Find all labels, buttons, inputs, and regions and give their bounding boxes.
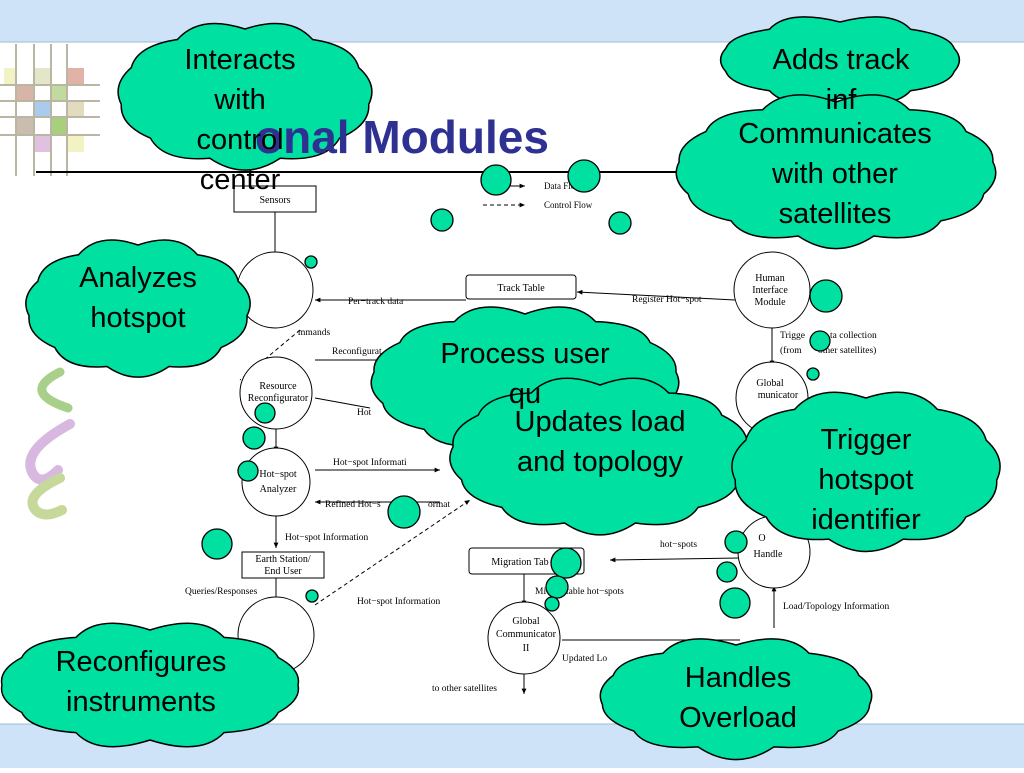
edge-refined-hotspot: Refined Hot−s	[325, 499, 381, 510]
bubble-adds-track-line-2: inf	[825, 84, 857, 117]
human-label-1: Human	[755, 273, 784, 284]
module-circle-top	[236, 251, 314, 329]
bubble-communicates-line-2: with other	[772, 158, 898, 191]
edge-load-topology: Load/Topology Information	[783, 601, 889, 612]
bubble-handles-overload-line-2: Overload	[679, 702, 797, 735]
edge-reconfiguration: Reconfigurat	[332, 346, 382, 357]
global-bottom-label-3: II	[523, 643, 530, 654]
bubble-trigger-line-3: identifier	[811, 504, 921, 537]
bubble-updates-load-text: Updates load and topology	[480, 402, 720, 482]
edge-trigger: Trigge	[780, 331, 805, 341]
legend-data-flow: Data Flo	[544, 181, 576, 191]
bubble-communicates	[675, 94, 997, 250]
bubble-reconfigures-line-2: instruments	[66, 686, 216, 719]
corner-grid-decoration	[0, 44, 700, 176]
bubble-interacts-line-1: Interacts	[184, 44, 296, 76]
human-label-2: Interface	[752, 285, 788, 296]
edge-updated-lo: Updated Lo	[562, 654, 607, 664]
edge-hotspot-info-1: Hot−spot Informati	[333, 457, 407, 468]
reconfig-label-1: Resource	[259, 381, 297, 392]
bubble-reconfigures-text: Reconfigures instruments	[36, 642, 246, 722]
edge-commands: mmands	[298, 328, 330, 338]
bubble-communicates-line-3: satellites	[778, 198, 892, 231]
bubble-interacts-text: Interacts with control center	[150, 40, 330, 200]
bubble-updates-load	[449, 377, 751, 536]
edge-hot: Hot	[357, 408, 372, 418]
bubble-updates-load-line-2: and topology	[516, 446, 684, 479]
bubble-trigger-text: Trigger hotspot identifier	[786, 420, 946, 540]
edge-from-tail: other satellites)	[818, 345, 876, 356]
thought-bubbles	[0, 16, 1001, 761]
sensors-box	[233, 185, 317, 213]
overload-label-2: Handle	[754, 549, 783, 560]
earth-label-2: End User	[264, 566, 302, 577]
migration-label: Migration Tab	[491, 557, 548, 568]
bubble-process-user-line-1: Process user	[440, 338, 610, 370]
edge-migratable: Mi	[535, 587, 546, 597]
bubble-interacts	[117, 22, 373, 171]
legend-control-flow: Control Flow	[544, 200, 593, 210]
earth-label-1: Earth Station/	[255, 554, 310, 565]
bubble-process-user-text: Process user qu	[410, 334, 640, 414]
overload-label-1: O	[758, 533, 765, 544]
bubble-reconfigures-line-1: Reconfigures	[55, 646, 227, 678]
bubble-adds-track	[719, 16, 961, 104]
track-table-box	[465, 274, 577, 300]
slide-title: onal Modules	[255, 111, 549, 163]
human-label-3: Module	[754, 297, 786, 308]
bubble-updates-load-line-1: Updates load	[514, 406, 686, 438]
bubble-handles-overload-text: Handles Overload	[654, 658, 822, 738]
bubble-trigger-line-2: hotspot	[818, 464, 914, 497]
global-top-label-1: Global	[756, 378, 783, 389]
bubble-handles-overload-line-1: Handles	[684, 662, 792, 694]
edge-refined-tail: ormat	[428, 500, 451, 510]
analyzer-label-2: Analyzer	[260, 484, 297, 495]
edge-per-track: Per−track data	[348, 297, 404, 307]
bubble-analyzes-text: Analyzes hotspot	[52, 258, 224, 338]
edge-queries: Queries/Responses	[185, 587, 258, 597]
edge-migratable-tail: table hot−spots	[566, 587, 624, 597]
edge-hotspots-tail: hot−spots	[660, 540, 697, 550]
bubble-interacts-line-2: with	[214, 84, 266, 117]
global-top-label-2: municator	[758, 390, 799, 401]
sensors-label: Sensors	[259, 195, 290, 206]
track-table-label: Track Table	[497, 283, 545, 294]
swoosh-decoration	[25, 367, 75, 520]
global-bottom-label-2: Communicator	[496, 629, 557, 640]
bubble-process-user-line-2: qu	[508, 378, 542, 411]
hotspot-analyzer-circle	[241, 447, 311, 517]
edge-to-other: to other satellites	[432, 684, 497, 694]
human-interface-circle	[733, 251, 811, 329]
bubble-reconfigures	[0, 622, 300, 748]
global-communicator-circle-bottom	[487, 601, 561, 675]
bubble-handles-overload	[599, 638, 873, 761]
bubble-interacts-line-3: control	[196, 124, 284, 157]
earth-station-box	[241, 551, 325, 579]
analyzer-label-1: Hot−spot	[259, 469, 297, 480]
bubble-adds-track-text: Adds track inf	[748, 40, 934, 120]
thought-dots	[201, 159, 843, 619]
bubble-analyzes-line-2: hotspot	[90, 302, 186, 335]
reconfig-label-2: Reconfigurator	[248, 393, 309, 404]
bubble-trigger-line-1: Trigger	[820, 424, 912, 456]
bubble-analyzes	[25, 239, 251, 378]
bubble-communicates-text: Communicates with other satellites	[700, 114, 970, 234]
bubble-trigger-hotspot	[731, 391, 1001, 553]
bubble-communicates-line-1: Communicates	[738, 118, 932, 150]
edge-trigger-tail: ta collection	[830, 331, 877, 341]
edge-hotspot-info-2: Hot−spot Information	[285, 532, 368, 543]
bubble-analyzes-line-1: Analyzes	[79, 262, 197, 294]
bubble-adds-track-line-1: Adds track	[772, 44, 910, 76]
edge-register-hotspot: Register Hot−spot	[632, 295, 702, 305]
global-bottom-label-1: Global	[512, 616, 539, 627]
bubble-interacts-line-4: center	[199, 164, 281, 197]
edge-hotspot-info-3: Hot−spot Information	[357, 596, 440, 607]
edge-from: (from	[780, 345, 802, 356]
